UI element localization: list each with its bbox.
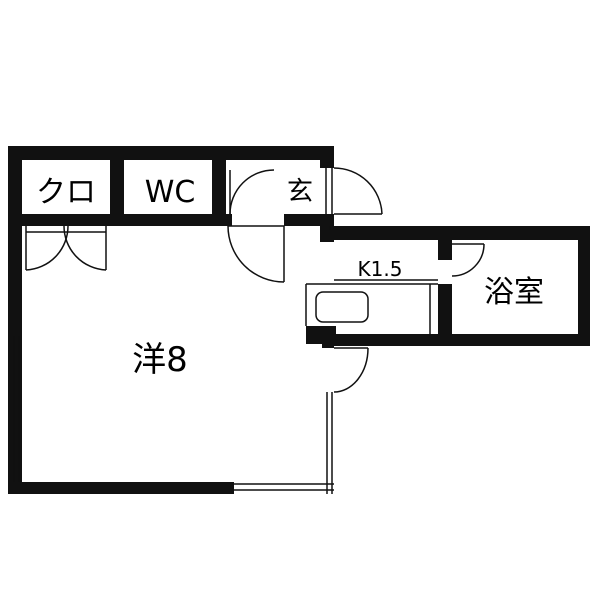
main-room-door bbox=[333, 347, 369, 393]
bath-door bbox=[451, 243, 485, 277]
wall-room-right-stub bbox=[322, 334, 334, 348]
entrance-doors bbox=[227, 167, 383, 283]
bath-label: 浴室 bbox=[484, 275, 544, 310]
wall-closet-wc bbox=[110, 146, 124, 226]
sink-icon bbox=[315, 291, 369, 323]
closet-doors bbox=[25, 225, 107, 271]
wall-bath-left-lower bbox=[438, 284, 452, 346]
toilet-label: WC bbox=[145, 175, 196, 210]
wall-upper-bottom bbox=[8, 214, 122, 226]
wall-annex-right bbox=[578, 226, 590, 346]
kitchen-label: K1.5 bbox=[358, 257, 403, 281]
wall-left bbox=[8, 146, 22, 494]
wall-bottom bbox=[8, 482, 234, 494]
wall-wc-entrance bbox=[212, 146, 226, 226]
wall-kitchen-left bbox=[320, 226, 334, 242]
exterior-walls bbox=[8, 146, 590, 494]
wall-wc-bottom bbox=[114, 214, 232, 226]
wall-entrance-bottom bbox=[284, 214, 334, 226]
wall-annex-top bbox=[320, 226, 590, 240]
kitchen-counter bbox=[305, 279, 438, 334]
closet-label: クロ bbox=[36, 175, 96, 210]
wall-annex-bottom bbox=[332, 334, 590, 346]
window-lines bbox=[13, 166, 334, 494]
wall-bath-left bbox=[438, 240, 452, 260]
wall-entrance-right bbox=[320, 146, 334, 168]
entrance-label: 玄 bbox=[287, 177, 313, 207]
western-room-label: 洋8 bbox=[132, 340, 188, 380]
wall-top bbox=[8, 146, 334, 160]
